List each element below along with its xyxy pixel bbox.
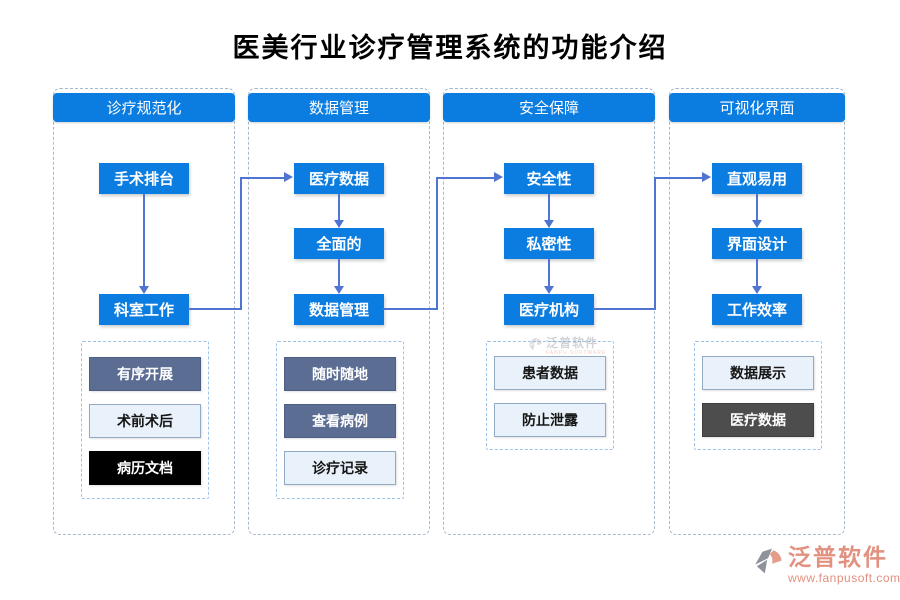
connector-v-line bbox=[654, 176, 656, 310]
column-header-2: 数据管理 bbox=[248, 93, 430, 122]
feature-item: 数据展示 bbox=[702, 356, 814, 390]
connector-v-line bbox=[240, 176, 242, 310]
flow-box: 安全性 bbox=[504, 163, 594, 194]
connector-h-line bbox=[240, 176, 284, 179]
flow-arrow-line bbox=[338, 194, 340, 221]
connector-h-line bbox=[383, 307, 436, 310]
feature-item: 有序开展 bbox=[89, 357, 201, 391]
flow-box: 直观易用 bbox=[712, 163, 802, 194]
feature-item: 患者数据 bbox=[494, 356, 606, 390]
connector-arrowhead-icon bbox=[494, 172, 503, 182]
flow-box: 私密性 bbox=[504, 228, 594, 259]
feature-group-box: 有序开展术前术后病历文档 bbox=[81, 341, 209, 499]
column-header-3: 安全保障 bbox=[443, 93, 655, 122]
column-header-1: 诊疗规范化 bbox=[53, 93, 235, 122]
feature-group-box: 随时随地查看病例诊疗记录 bbox=[276, 341, 404, 499]
feature-group-box: 患者数据防止泄露 bbox=[486, 341, 614, 450]
flow-box: 全面的 bbox=[294, 228, 384, 259]
column-panel-1: 诊疗规范化手术排台科室工作有序开展术前术后病历文档 bbox=[53, 88, 235, 535]
flow-arrow-line bbox=[338, 259, 340, 287]
feature-item: 随时随地 bbox=[284, 357, 396, 391]
column-panel-4: 可视化界面直观易用界面设计工作效率数据展示医疗数据 bbox=[669, 88, 845, 535]
flow-arrow-line bbox=[548, 194, 550, 221]
brand-url: www.fanpusoft.com bbox=[788, 571, 900, 585]
flow-arrow-line bbox=[756, 194, 758, 221]
connector-h-line bbox=[188, 307, 240, 310]
flow-arrow-line bbox=[756, 259, 758, 287]
feature-item: 诊疗记录 bbox=[284, 451, 396, 485]
column-header-4: 可视化界面 bbox=[669, 93, 845, 122]
flow-box: 医疗数据 bbox=[294, 163, 384, 194]
flow-box: 医疗机构 bbox=[504, 294, 594, 325]
feature-group-box: 数据展示医疗数据 bbox=[694, 341, 822, 450]
connector-arrowhead-icon bbox=[284, 172, 293, 182]
feature-item: 术前术后 bbox=[89, 404, 201, 438]
feature-item: 医疗数据 bbox=[702, 403, 814, 437]
feature-item: 查看病例 bbox=[284, 404, 396, 438]
connector-h-line bbox=[436, 176, 494, 179]
flow-box: 数据管理 bbox=[294, 294, 384, 325]
column-panel-2: 数据管理医疗数据全面的数据管理随时随地查看病例诊疗记录 bbox=[248, 88, 430, 535]
flow-arrow-line bbox=[548, 259, 550, 287]
flow-arrowhead-icon bbox=[334, 220, 344, 228]
flow-arrowhead-icon bbox=[139, 286, 149, 294]
flow-arrowhead-icon bbox=[752, 220, 762, 228]
flow-box: 工作效率 bbox=[712, 294, 802, 325]
flow-arrowhead-icon bbox=[544, 220, 554, 228]
connector-arrowhead-icon bbox=[702, 172, 711, 182]
flow-arrowhead-icon bbox=[752, 286, 762, 294]
flow-arrowhead-icon bbox=[334, 286, 344, 294]
column-panel-3: 安全保障安全性私密性医疗机构患者数据防止泄露 bbox=[443, 88, 655, 535]
flow-box: 科室工作 bbox=[99, 294, 189, 325]
brand-logo: 泛普软件 www.fanpusoft.com bbox=[752, 546, 900, 584]
flow-arrow-line bbox=[143, 194, 145, 287]
connector-v-line bbox=[436, 176, 438, 310]
brand-name: 泛普软件 bbox=[788, 544, 888, 570]
page-title: 医美行业诊疗管理系统的功能介绍 bbox=[232, 33, 668, 63]
flow-box: 界面设计 bbox=[712, 228, 802, 259]
flow-box: 手术排台 bbox=[99, 163, 189, 194]
connector-h-line bbox=[654, 176, 702, 179]
flow-arrowhead-icon bbox=[544, 286, 554, 294]
feature-item: 防止泄露 bbox=[494, 403, 606, 437]
connector-h-line bbox=[593, 307, 654, 310]
fanpu-logo-icon bbox=[755, 548, 782, 574]
feature-item: 病历文档 bbox=[89, 451, 201, 485]
